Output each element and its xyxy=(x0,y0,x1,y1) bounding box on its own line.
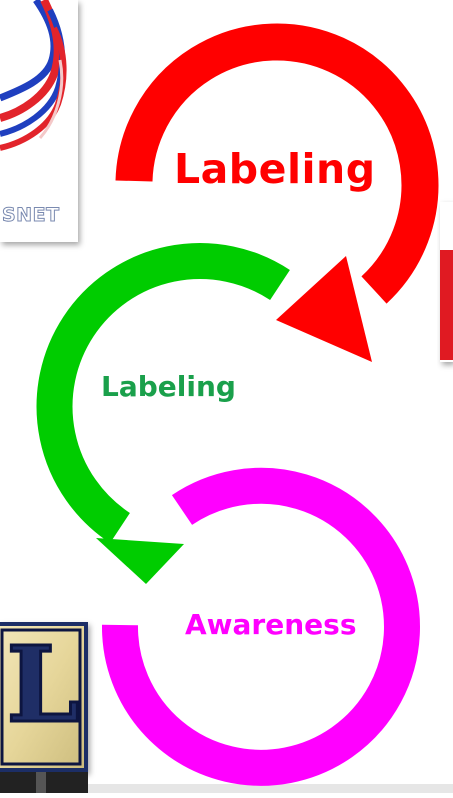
red-cycle-arrow xyxy=(115,23,439,362)
red-cycle-label: Labeling xyxy=(174,145,376,193)
bottom-left-logo-image xyxy=(0,622,88,793)
top-left-logo-image xyxy=(0,0,78,242)
green-cycle-arrow xyxy=(36,243,290,584)
magenta-cycle-label: Awareness xyxy=(185,608,357,641)
top-logo-text: SNET xyxy=(2,204,60,227)
green-cycle-label: Labeling xyxy=(101,370,236,403)
magenta-cycle-ring xyxy=(101,467,420,786)
bottom-strip xyxy=(88,784,453,793)
bottom-logo-letter: L xyxy=(5,623,81,746)
right-edge-image xyxy=(440,202,453,362)
